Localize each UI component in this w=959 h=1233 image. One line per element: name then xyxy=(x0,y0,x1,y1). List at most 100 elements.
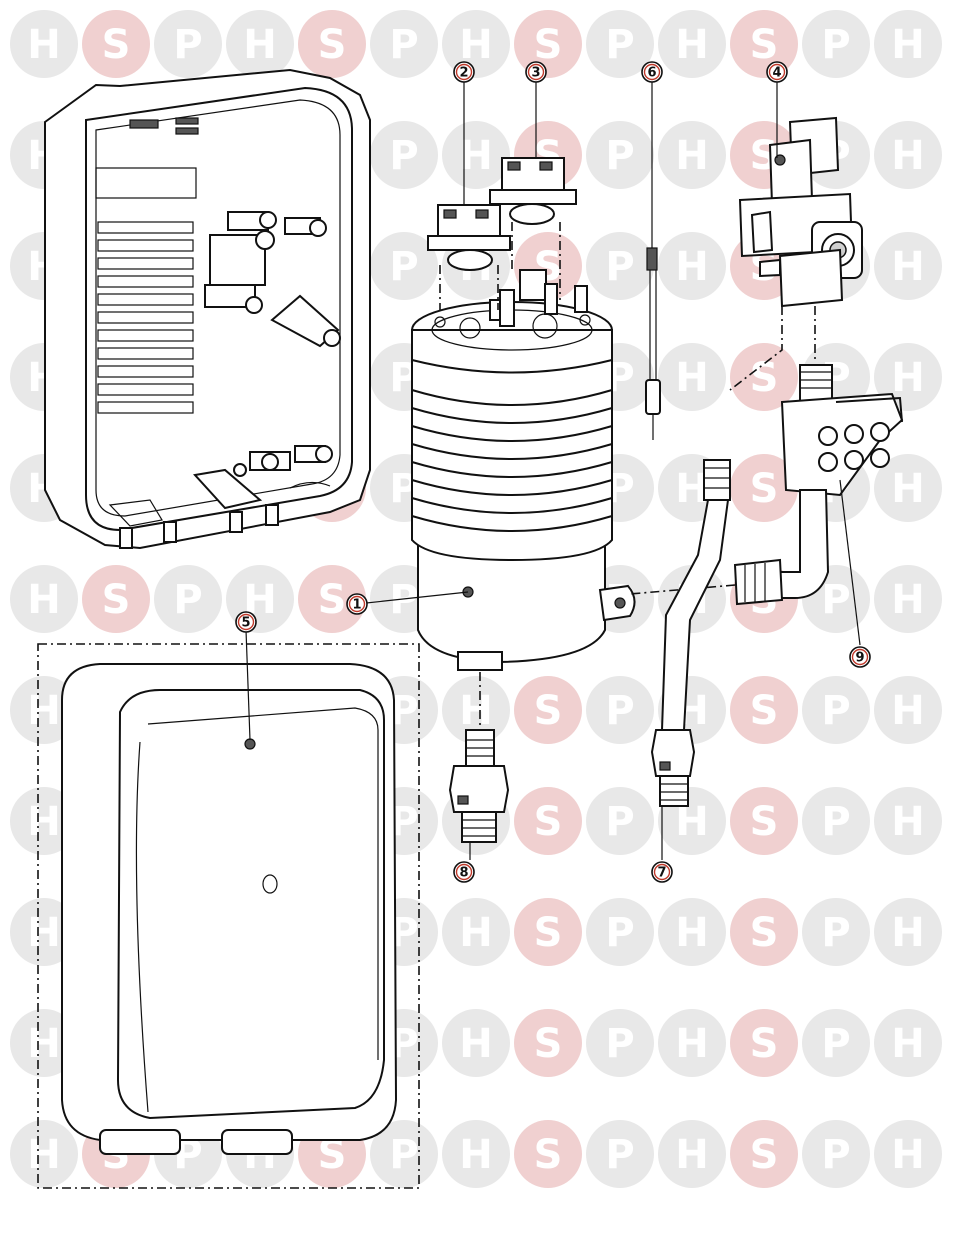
watermark-circle xyxy=(586,787,654,855)
watermark-circle xyxy=(370,121,438,189)
callout-4: 4 xyxy=(766,61,788,83)
watermark-letter: H xyxy=(27,22,60,68)
watermark-circle xyxy=(658,898,726,966)
watermark-circle xyxy=(586,1120,654,1188)
watermark-letter: P xyxy=(389,22,418,68)
watermark-circle xyxy=(586,10,654,78)
watermark-letter: H xyxy=(27,577,60,623)
watermark-letter: H xyxy=(27,910,60,956)
watermark-letter: S xyxy=(318,577,347,623)
watermark-letter: P xyxy=(821,910,850,956)
watermark-circle xyxy=(874,454,942,522)
callout-2: 2 xyxy=(453,61,475,83)
watermark-circle xyxy=(586,121,654,189)
watermark-letter: P xyxy=(821,577,850,623)
watermark-letter: S xyxy=(750,688,779,734)
watermark-circle xyxy=(586,232,654,300)
watermark-letter: P xyxy=(605,1132,634,1178)
watermark-letter: P xyxy=(389,1132,418,1178)
watermark-letter: P xyxy=(605,1021,634,1067)
watermark-letter: H xyxy=(243,22,276,68)
watermark-circle xyxy=(874,121,942,189)
watermark-circle xyxy=(874,565,942,633)
watermark-circle xyxy=(730,343,798,411)
watermark-letter: P xyxy=(605,244,634,290)
watermark-circle xyxy=(298,10,366,78)
watermark-letter: H xyxy=(27,799,60,845)
watermark-letter: H xyxy=(891,244,924,290)
watermark-circle xyxy=(874,1120,942,1188)
watermark-letter: S xyxy=(534,22,563,68)
watermark-letter: H xyxy=(675,244,708,290)
watermark-letter: P xyxy=(173,577,202,623)
watermark-circle xyxy=(802,10,870,78)
callout-5: 5 xyxy=(235,611,257,633)
callout-number: 7 xyxy=(657,866,666,881)
watermark-circle xyxy=(514,1009,582,1077)
callout-3: 3 xyxy=(525,61,547,83)
callout-labels: 1 2 3 4 5 6 7 8 9 xyxy=(235,61,871,883)
callout-number: 9 xyxy=(855,651,864,666)
thermostat-3 xyxy=(489,157,577,300)
watermark-circle xyxy=(730,898,798,966)
watermark-circle xyxy=(874,10,942,78)
watermark-letter: S xyxy=(750,466,779,512)
watermark-circle xyxy=(442,1009,510,1077)
case-vent-slots xyxy=(97,221,194,414)
watermark-circle xyxy=(658,1009,726,1077)
callout-number: 5 xyxy=(241,616,250,631)
watermark-letter: H xyxy=(891,466,924,512)
watermark-letter: S xyxy=(102,22,131,68)
watermark-letter: H xyxy=(675,22,708,68)
watermark-circle xyxy=(874,1009,942,1077)
watermark-circle xyxy=(658,10,726,78)
sensor-probe-6 xyxy=(645,88,661,440)
watermark-circle xyxy=(874,898,942,966)
callout-number: 6 xyxy=(647,66,656,81)
callout-inner-ring xyxy=(237,613,255,631)
watermark-letter: S xyxy=(750,355,779,401)
watermark-letter: S xyxy=(750,799,779,845)
callout-inner-ring xyxy=(455,63,473,81)
watermark-circle xyxy=(514,676,582,744)
watermark-circle xyxy=(442,676,510,744)
watermark-circle xyxy=(586,1009,654,1077)
heater-tank xyxy=(411,269,636,671)
watermark-circle xyxy=(442,121,510,189)
watermark-circle xyxy=(10,565,78,633)
watermark-letter: P xyxy=(821,22,850,68)
watermark-circle xyxy=(370,232,438,300)
flow-switch-4 xyxy=(729,116,863,391)
watermark-circle xyxy=(802,787,870,855)
callout-number: 1 xyxy=(352,598,361,613)
watermark-circle xyxy=(730,676,798,744)
watermark-letter: H xyxy=(27,1132,60,1178)
watermark-circle xyxy=(442,1120,510,1188)
callout-inner-ring xyxy=(455,863,473,881)
watermark-letter: P xyxy=(821,1132,850,1178)
callout-inner-ring xyxy=(768,63,786,81)
watermark-circle xyxy=(514,10,582,78)
watermark-letter: H xyxy=(891,688,924,734)
case-mounting-bosses xyxy=(204,211,341,477)
watermark-letter: H xyxy=(891,1021,924,1067)
watermark-circle xyxy=(730,454,798,522)
watermark-letter: H xyxy=(27,688,60,734)
watermark-circle xyxy=(730,787,798,855)
watermark-letter: H xyxy=(675,910,708,956)
callout-1: 1 xyxy=(346,593,368,615)
watermark-letter: S xyxy=(318,22,347,68)
watermark-circle xyxy=(442,10,510,78)
watermark-circle xyxy=(370,1120,438,1188)
callout-inner-ring xyxy=(851,648,869,666)
callout-number: 8 xyxy=(459,866,468,881)
watermark-circle xyxy=(82,10,150,78)
callout-6: 6 xyxy=(641,61,663,83)
callout-number: 2 xyxy=(459,66,468,81)
watermark-circle xyxy=(10,10,78,78)
watermark-letter: S xyxy=(750,1132,779,1178)
watermark-letter: P xyxy=(605,133,634,179)
watermark-letter: P xyxy=(605,688,634,734)
watermark-circle xyxy=(514,787,582,855)
